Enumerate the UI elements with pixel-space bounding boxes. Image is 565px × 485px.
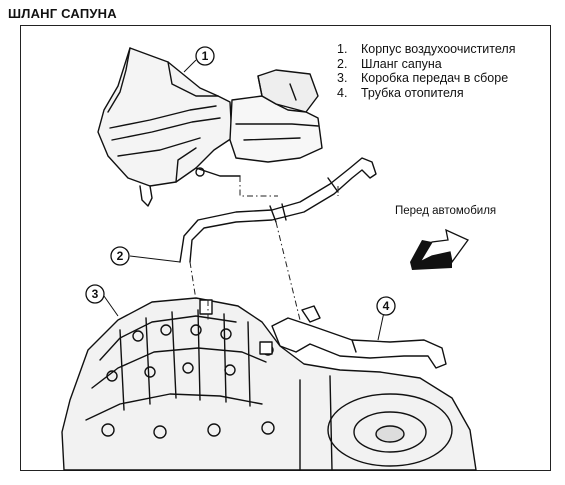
parts-legend: 1. Корпус воздухоочистителя 2. Шланг сап… — [337, 42, 515, 100]
legend-text: Шланг сапуна — [361, 56, 442, 71]
callout-1: 1 — [201, 49, 209, 63]
legend-item: 4. Трубка отопителя — [337, 86, 515, 101]
legend-number: 4. — [337, 85, 348, 100]
legend-item: 2. Шланг сапуна — [337, 57, 515, 72]
vehicle-front-label: Перед автомобиля — [395, 205, 497, 217]
connection-lines — [189, 176, 339, 321]
front-direction-arrow — [410, 228, 469, 270]
callout-4: 4 — [382, 299, 390, 313]
heater-tube — [271, 305, 447, 369]
intake-duct — [229, 69, 323, 163]
diagram-title: ШЛАНГ САПУНА — [8, 6, 117, 21]
legend-text: Трубка отопителя — [361, 85, 464, 100]
legend-number: 1. — [337, 42, 348, 56]
legend-item: 3. Коробка передач в сборе — [337, 71, 515, 86]
leader-lines — [103, 59, 385, 341]
breather-hose — [179, 157, 377, 263]
callout-2: 2 — [116, 249, 124, 263]
callout-circles — [85, 46, 396, 316]
callout-3: 3 — [91, 287, 99, 301]
legend-number: 3. — [337, 71, 348, 85]
legend-number: 2. — [337, 56, 348, 71]
legend-item: 1. Корпус воздухоочистителя — [337, 42, 515, 57]
air-cleaner-housing — [97, 47, 241, 207]
legend-text: Корпус воздухоочистителя — [361, 42, 516, 56]
legend-text: Коробка передач в сборе — [361, 71, 509, 85]
transmission-assembly — [61, 297, 477, 471]
